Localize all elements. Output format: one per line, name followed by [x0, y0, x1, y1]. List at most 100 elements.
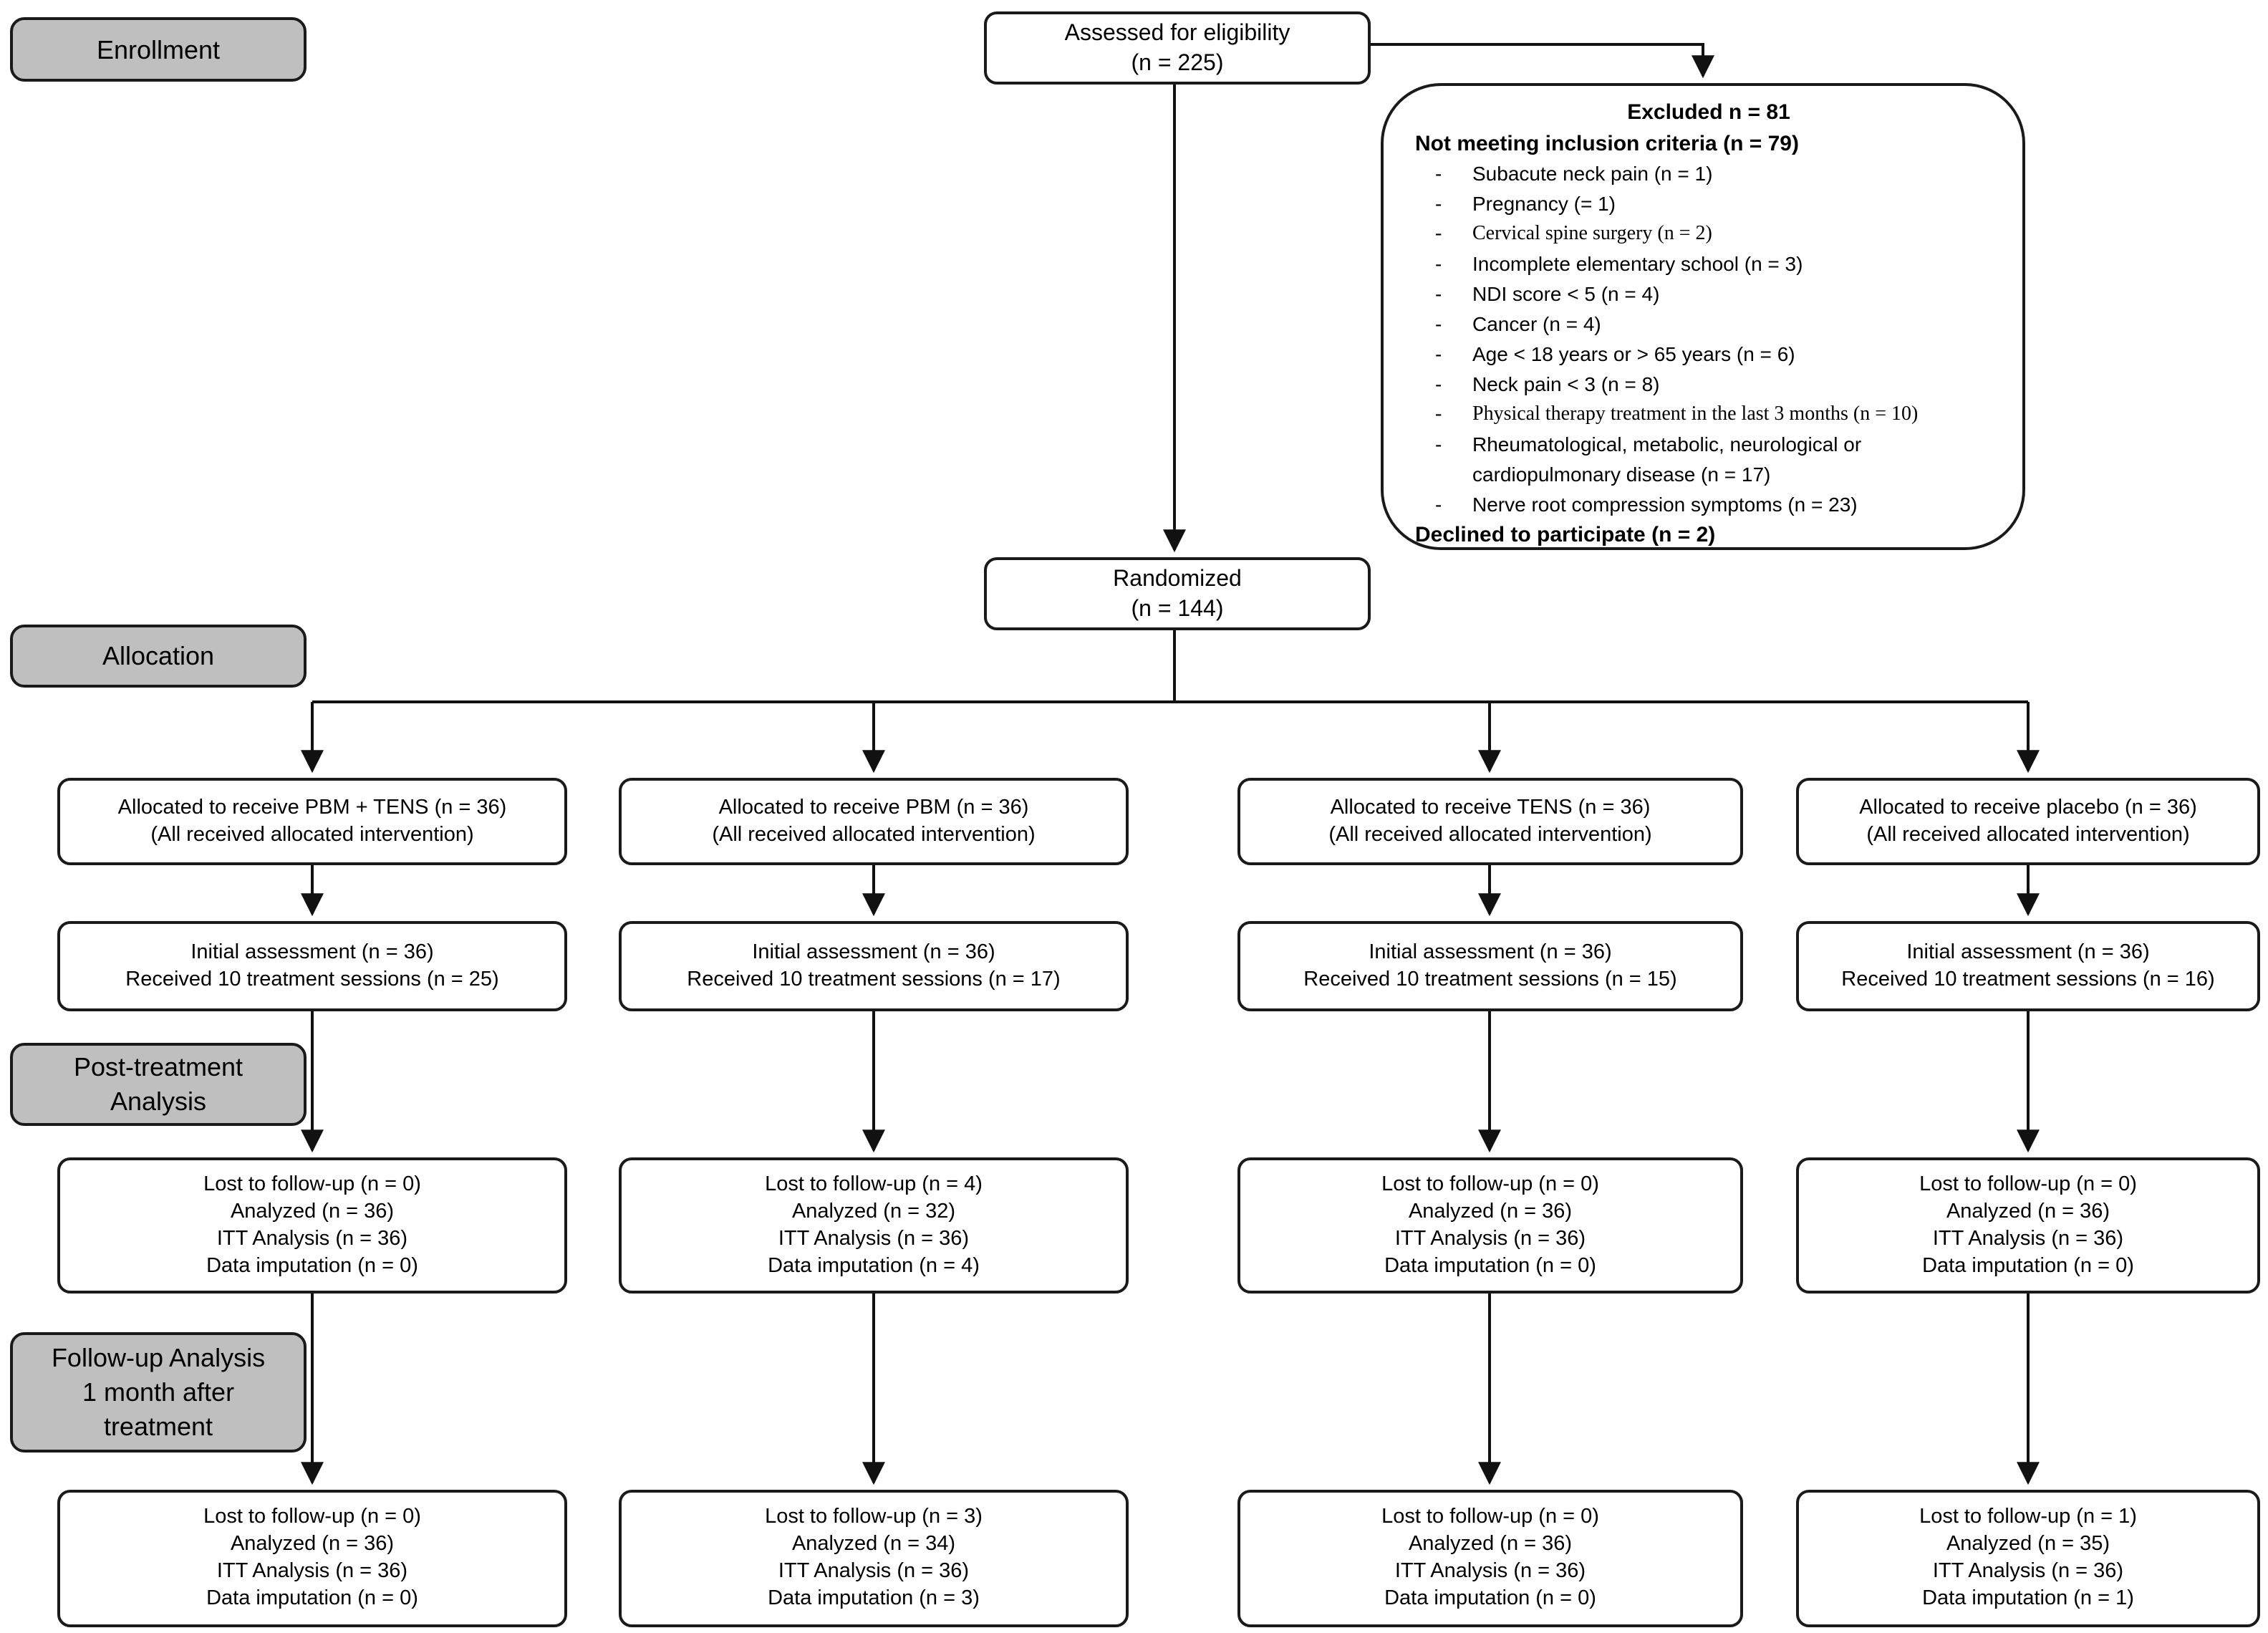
column-pbm-tens: Allocated to receive PBM + TENS (n = 36)… [57, 0, 567, 1633]
column-tens: Allocated to receive TENS (n = 36) (All … [1237, 0, 1743, 1633]
excluded-subtitle: Not meeting inclusion criteria (n = 79) [1415, 132, 1799, 156]
text-line: ITT Analysis (n = 36) [1394, 1560, 1586, 1583]
text-line: Initial assessment (n = 36) [1906, 940, 2150, 963]
text-line: Received 10 treatment sessions (n = 25) [125, 968, 499, 991]
text-line: (All received allocated intervention) [150, 823, 474, 846]
allocated-box-pbm-tens: Allocated to receive PBM + TENS (n = 36)… [57, 778, 567, 865]
text-line: Data imputation (n = 0) [1922, 1254, 2134, 1277]
text-line: Received 10 treatment sessions (n = 16) [1841, 968, 2215, 991]
text-line: (All received allocated intervention) [1328, 823, 1652, 846]
initial-assessment-box-tens: Initial assessment (n = 36) Received 10 … [1237, 921, 1743, 1011]
text-line: ITT Analysis (n = 36) [1932, 1227, 2124, 1250]
dash-bullet: - [1435, 252, 1442, 275]
text-line: Analyzed (n = 36) [230, 1533, 395, 1556]
stage-label-text: Post-treatment [73, 1053, 243, 1082]
post-treatment-box-tens: Lost to follow-up (n = 0) Analyzed (n = … [1237, 1157, 1743, 1294]
text-line: ITT Analysis (n = 36) [1932, 1560, 2124, 1583]
text-line: Lost to follow-up (n = 0) [203, 1172, 421, 1195]
post-treatment-box-pbm-tens: Lost to follow-up (n = 0) Analyzed (n = … [57, 1157, 567, 1294]
text-line: Data imputation (n = 0) [206, 1254, 418, 1277]
excluded-reason: -Cervical spine surgery (n = 2) [1415, 219, 2002, 249]
text-line: Data imputation (n = 1) [1922, 1587, 2134, 1610]
allocated-box-placebo: Allocated to receive placebo (n = 36) (A… [1796, 778, 2260, 865]
stage-label-post-treatment: Post-treatment Analysis [10, 1043, 307, 1126]
initial-assessment-box-placebo: Initial assessment (n = 36) Received 10 … [1796, 921, 2260, 1011]
text-line: Analyzed (n = 36) [230, 1200, 395, 1223]
excluded-reason: -Cancer (n = 4) [1415, 309, 2002, 339]
dash-bullet: - [1435, 433, 1442, 456]
text-line: Data imputation (n = 0) [206, 1587, 418, 1610]
text-line: Lost to follow-up (n = 0) [1919, 1172, 2137, 1195]
assessed-line1: Assessed for eligibility [1064, 21, 1290, 45]
initial-assessment-box-pbm: Initial assessment (n = 36) Received 10 … [619, 921, 1129, 1011]
text-line: Received 10 treatment sessions (n = 15) [1303, 968, 1677, 991]
text-line: Data imputation (n = 3) [768, 1587, 980, 1610]
dash-bullet: - [1435, 312, 1442, 335]
dash-bullet: - [1435, 372, 1442, 395]
assessed-eligibility-box: Assessed for eligibility (n = 225) [984, 11, 1371, 85]
text-line: Lost to follow-up (n = 1) [1919, 1506, 2137, 1528]
text-line: Data imputation (n = 0) [1384, 1254, 1596, 1277]
text-line: Analyzed (n = 32) [791, 1200, 956, 1223]
stage-label-enrollment: Enrollment [10, 17, 307, 82]
excluded-reason: -Pregnancy (= 1) [1415, 189, 2002, 219]
dash-bullet: - [1435, 192, 1442, 215]
text-line: ITT Analysis (n = 36) [216, 1227, 408, 1250]
text-line: ITT Analysis (n = 36) [1394, 1227, 1586, 1250]
excluded-reason: -NDI score < 5 (n = 4) [1415, 279, 2002, 309]
text-line: Allocated to receive placebo (n = 36) [1859, 796, 2197, 819]
dash-bullet: - [1435, 282, 1442, 305]
stage-label-text: 1 month after [82, 1378, 235, 1407]
text-line: ITT Analysis (n = 36) [216, 1560, 408, 1583]
dash-bullet: - [1435, 404, 1442, 425]
text-line: Allocated to receive PBM + TENS (n = 36) [117, 796, 507, 819]
text-line: Lost to follow-up (n = 4) [765, 1172, 983, 1195]
stage-label-text: treatment [103, 1412, 213, 1441]
excluded-box: Excluded n = 81 Not meeting inclusion cr… [1381, 83, 2025, 550]
excluded-footer: Declined to participate (n = 2) [1415, 523, 1716, 547]
dash-bullet: - [1435, 493, 1442, 516]
assessed-line2: (n = 225) [1131, 51, 1224, 75]
excluded-reason: -Subacute neck pain (n = 1) [1415, 159, 2002, 189]
dash-bullet: - [1435, 223, 1442, 245]
text-line: (All received allocated intervention) [1866, 823, 2190, 846]
text-line: ITT Analysis (n = 36) [778, 1560, 970, 1583]
text-line: Allocated to receive TENS (n = 36) [1330, 796, 1651, 819]
text-line: Analyzed (n = 35) [1946, 1533, 2110, 1556]
text-line: Data imputation (n = 4) [768, 1254, 980, 1277]
dash-bullet: - [1435, 162, 1442, 185]
text-line: Received 10 treatment sessions (n = 17) [687, 968, 1061, 991]
text-line: Lost to follow-up (n = 0) [1381, 1506, 1599, 1528]
column-pbm: Allocated to receive PBM (n = 36) (All r… [619, 0, 1129, 1633]
followup-box-pbm: Lost to follow-up (n = 3) Analyzed (n = … [619, 1490, 1129, 1627]
excluded-reason: -Age < 18 years or > 65 years (n = 6) [1415, 339, 2002, 370]
text-line: Analyzed (n = 36) [1408, 1533, 1573, 1556]
post-treatment-box-placebo: Lost to follow-up (n = 0) Analyzed (n = … [1796, 1157, 2260, 1294]
text-line: Allocated to receive PBM (n = 36) [718, 796, 1029, 819]
text-line: Lost to follow-up (n = 0) [1381, 1172, 1599, 1195]
initial-assessment-box-pbm-tens: Initial assessment (n = 36) Received 10 … [57, 921, 567, 1011]
text-line: Analyzed (n = 36) [1946, 1200, 2110, 1223]
text-line: Lost to follow-up (n = 0) [203, 1506, 421, 1528]
text-line: ITT Analysis (n = 36) [778, 1227, 970, 1250]
stage-label-text: Follow-up Analysis [51, 1344, 266, 1372]
text-line: Initial assessment (n = 36) [752, 940, 995, 963]
allocated-box-pbm: Allocated to receive PBM (n = 36) (All r… [619, 778, 1129, 865]
randomized-box: Randomized (n = 144) [984, 557, 1371, 630]
stage-label-text: Enrollment [96, 35, 221, 64]
text-line: (All received allocated intervention) [712, 823, 1036, 846]
dash-bullet: - [1435, 342, 1442, 365]
column-placebo: Allocated to receive placebo (n = 36) (A… [1796, 0, 2260, 1633]
followup-box-tens: Lost to follow-up (n = 0) Analyzed (n = … [1237, 1490, 1743, 1627]
excluded-title: Excluded n = 81 [1627, 100, 1790, 125]
stage-label-text: Analysis [110, 1087, 207, 1116]
text-line: Analyzed (n = 36) [1408, 1200, 1573, 1223]
allocated-box-tens: Allocated to receive TENS (n = 36) (All … [1237, 778, 1743, 865]
followup-box-pbm-tens: Lost to follow-up (n = 0) Analyzed (n = … [57, 1490, 567, 1627]
stage-label-allocation: Allocation [10, 625, 307, 688]
arrow-assessed-to-excluded [1365, 43, 1714, 79]
followup-box-placebo: Lost to follow-up (n = 1) Analyzed (n = … [1796, 1490, 2260, 1627]
text-line: Data imputation (n = 0) [1384, 1587, 1596, 1610]
